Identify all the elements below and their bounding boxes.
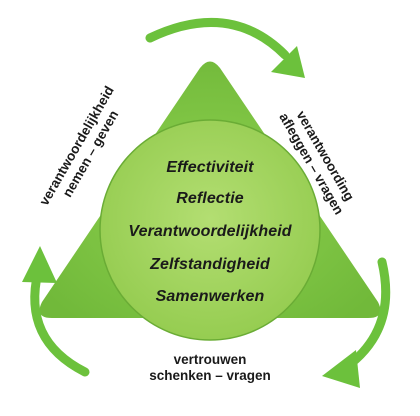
- bottom-label-line2: schenken – vragen: [149, 368, 271, 383]
- center-item-5: Samenwerken: [155, 288, 265, 305]
- inner-circle: [99, 119, 321, 341]
- arrow-left: [22, 246, 90, 377]
- center-item-1: Effectiviteit: [166, 159, 254, 176]
- center-item-2: Reflectie: [176, 190, 244, 207]
- bottom-label-line1: vertrouwen: [173, 352, 247, 367]
- center-item-4: Zelfstandigheid: [150, 256, 270, 273]
- arrow-top-right: [145, 18, 305, 78]
- arrow-right: [322, 257, 391, 388]
- center-item-3: Verantwoordelijkheid: [128, 223, 292, 240]
- bottom-label: vertrouwen schenken – vragen: [110, 352, 310, 384]
